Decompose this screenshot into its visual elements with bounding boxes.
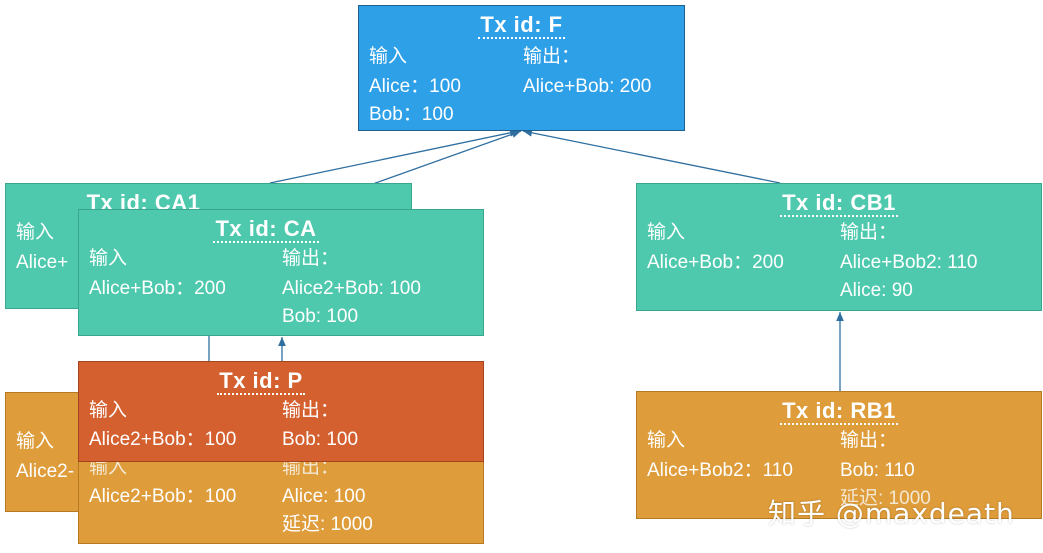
input-line: Alice+Bob2：110 [647, 460, 793, 481]
output-label: 输出： [523, 46, 581, 67]
input-label: 输入 [16, 431, 55, 452]
input-label: 输入 [89, 400, 128, 421]
tx-box-ca: Tx id: CA 输入 输出： Alice+Bob：200 Alice2+Bo… [78, 209, 484, 336]
output-line: Bob: 100 [282, 429, 359, 450]
output-line: Alice2+Bob: 100 [282, 278, 421, 299]
input-line: Bob：100 [369, 104, 454, 125]
output-label: 输出： [840, 430, 898, 451]
input-line: Alice+ [16, 252, 69, 273]
edge-cb1-to-f [522, 128, 781, 184]
input-label: 输入 [89, 248, 128, 269]
tx-box-cb1: Tx id: CB1 输入 输出： Alice+Bob：200 Alice+Bo… [636, 183, 1042, 311]
output-label: 输出： [840, 222, 898, 243]
output-label: 输出： [282, 400, 340, 421]
input-line: Alice2+Bob：100 [89, 429, 237, 450]
output-line: 延迟: 1000 [282, 514, 373, 535]
output-line: Alice+Bob: 200 [523, 76, 652, 97]
tx-title: Tx id: CB1 [780, 190, 898, 217]
tx-title: Tx id: RB1 [780, 398, 898, 425]
input-label: 输入 [647, 430, 686, 451]
tx-title: Tx id: P [217, 368, 305, 395]
tx-title: Tx id: F [478, 12, 565, 39]
tx-box-f: Tx id: F 输入 输出： Alice：100 Bob：100 Alice+… [358, 5, 685, 131]
tx-title: Tx id: CA [213, 216, 319, 243]
input-label: 输入 [369, 46, 408, 67]
input-label: 输入 [89, 457, 128, 478]
input-line: Alice+Bob：200 [89, 278, 226, 299]
output-label: 输出： [282, 248, 340, 269]
output-line: Bob: 100 [282, 306, 359, 327]
tx-box-p: Tx id: P 输入 输出： Alice2+Bob：100 Bob: 100 [78, 361, 484, 462]
watermark: 知乎 @maxdeath [768, 497, 1015, 530]
tx-box-rb1: Tx id: RB1 输入 输出： Alice+Bob2：110 Bob: 11… [636, 391, 1042, 519]
output-line: Alice: 90 [840, 280, 913, 301]
input-line: Alice：100 [369, 76, 461, 97]
input-label: 输入 [647, 222, 686, 243]
input-label: 输入 [16, 222, 55, 243]
edge-ca1-to-f [269, 129, 520, 184]
input-line: Alice+Bob：200 [647, 252, 784, 273]
output-line: Alice: 100 [282, 486, 366, 507]
output-line: 延迟: 1000 [840, 488, 931, 509]
input-line: Alice2+Bob：100 [89, 486, 237, 507]
output-label: 输出： [282, 457, 340, 478]
output-line: Alice+Bob2: 110 [840, 252, 978, 273]
output-line: Bob: 110 [840, 460, 915, 481]
input-line: Alice2- [16, 461, 75, 482]
